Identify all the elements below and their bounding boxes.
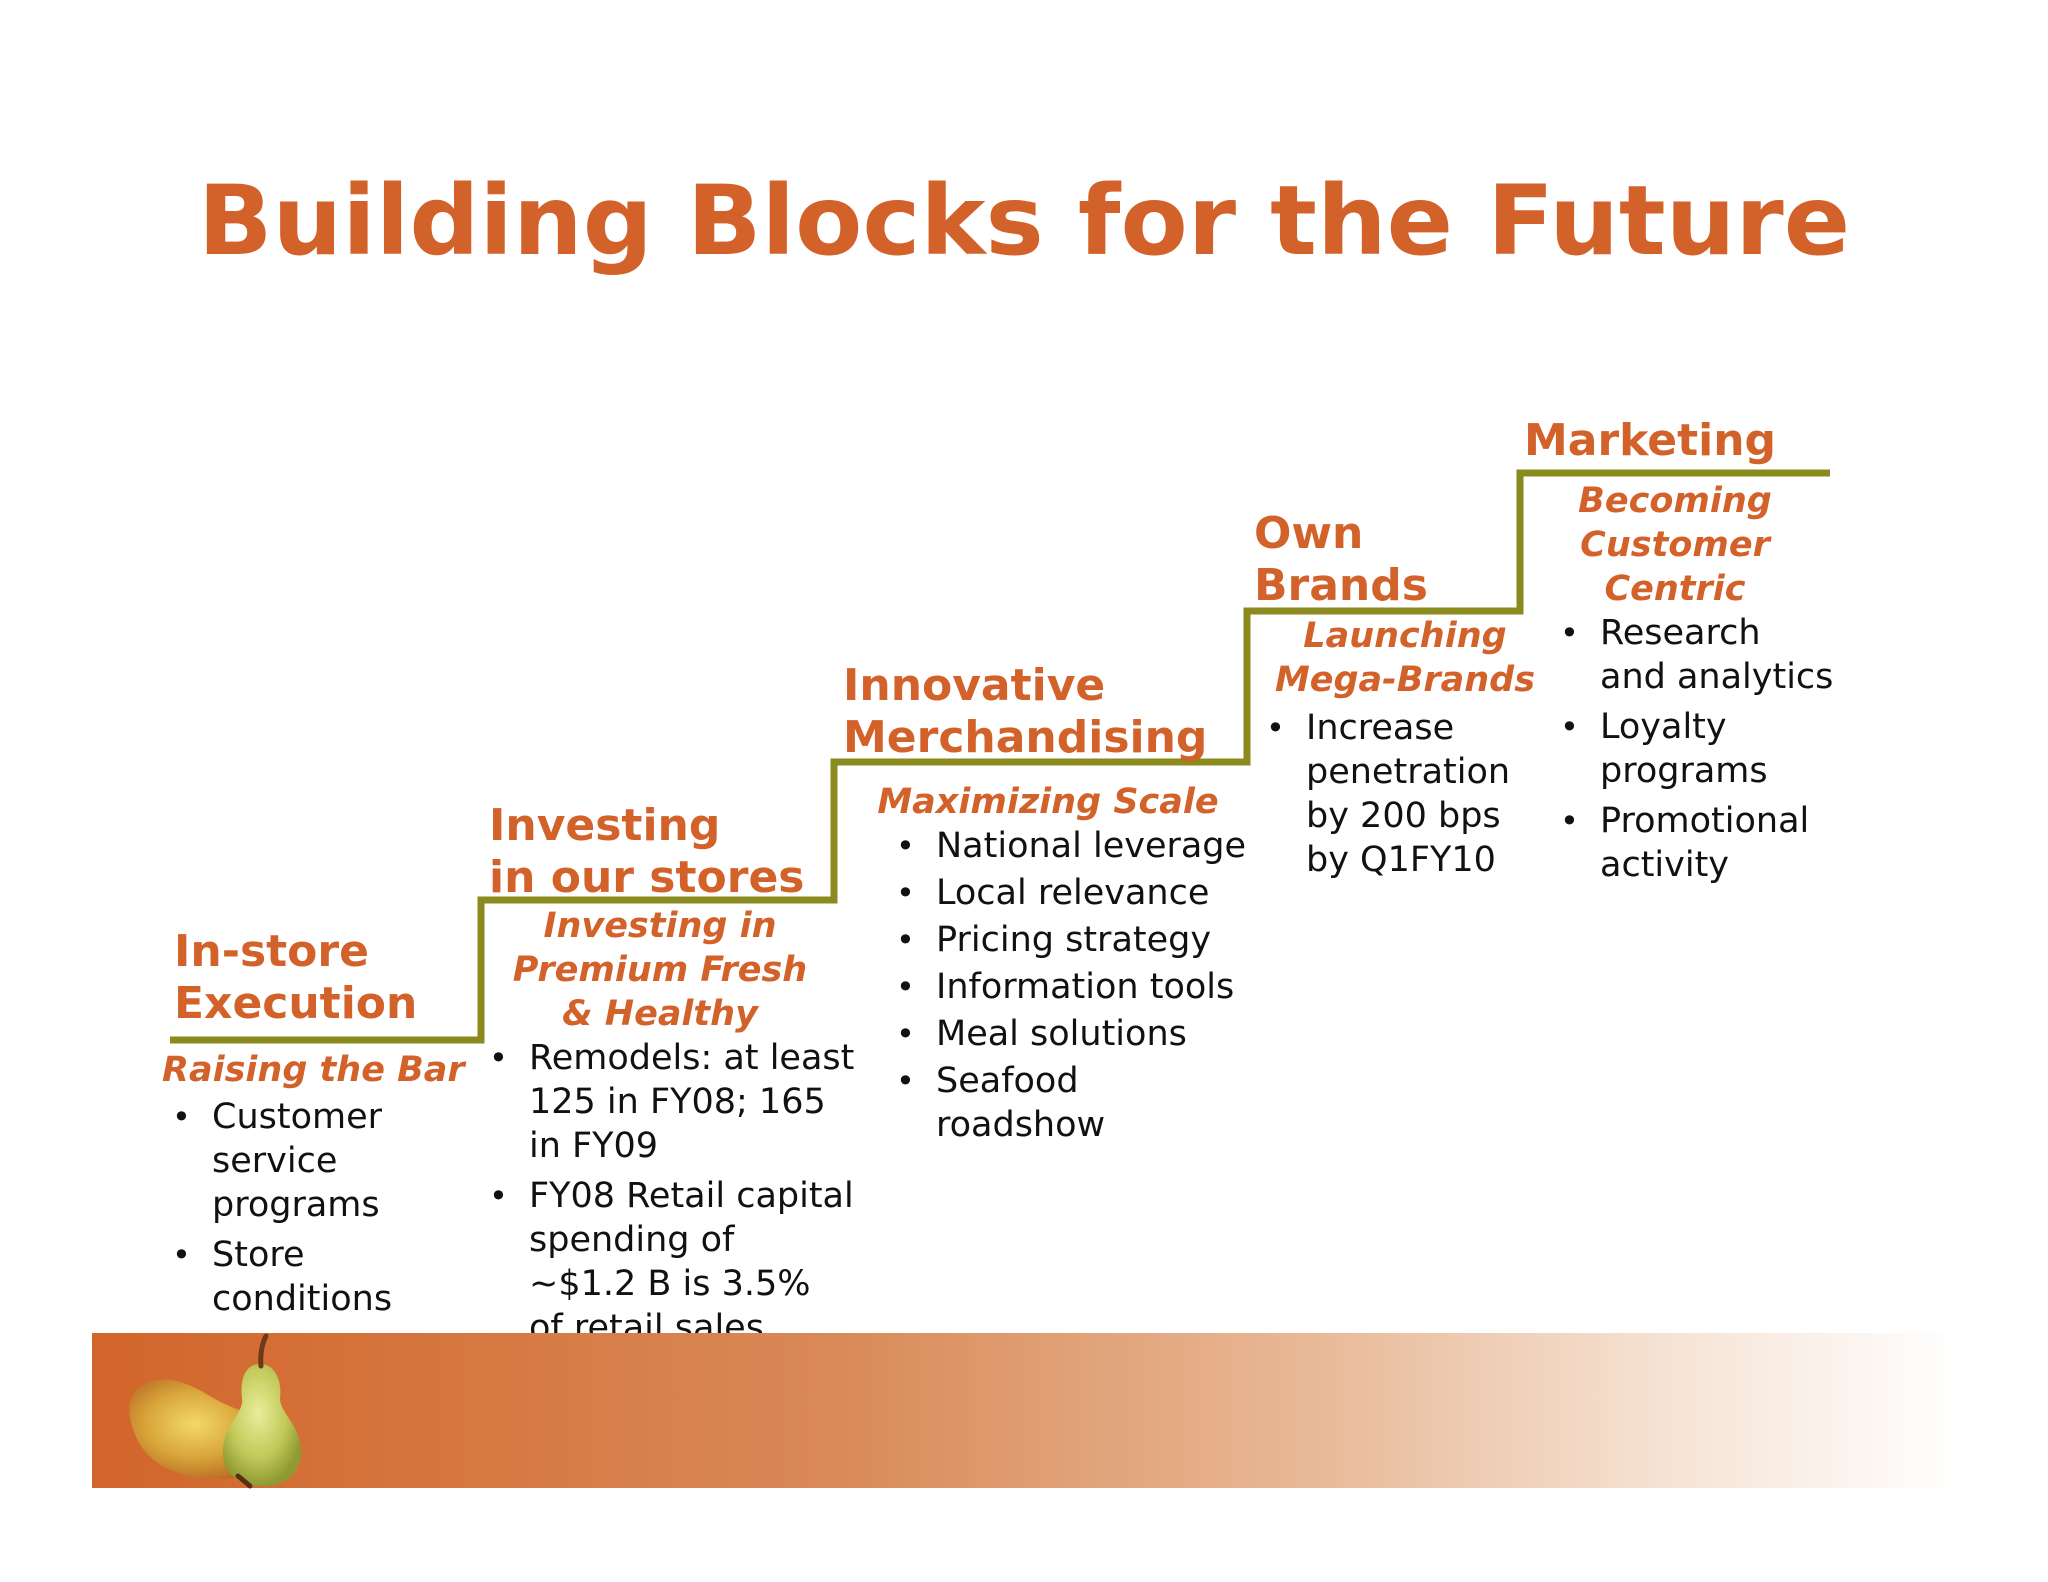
list-item: Store conditions (166, 1233, 466, 1321)
list-item: National leverage (890, 824, 1270, 868)
subheading-becoming-customer-centric: Becoming Customer Centric (1578, 481, 1772, 609)
bullets-in-store-execution: Customer service programs Store conditio… (166, 1095, 466, 1327)
list-item: Customer service programs (166, 1095, 466, 1227)
list-item: Research and analytics (1554, 611, 1854, 699)
list-item: Meal solutions (890, 1012, 1270, 1056)
list-item: Remodels: at least 125 in FY08; 165 in F… (483, 1036, 883, 1168)
subheading-raising-the-bar: Raising the Bar (162, 1050, 465, 1090)
bullets-own-brands: Increase penetration by 200 bps by Q1FY1… (1260, 706, 1530, 888)
list-item: Information tools (890, 965, 1270, 1009)
pears-image (129, 1333, 302, 1489)
list-item: Increase penetration by 200 bps by Q1FY1… (1260, 706, 1530, 882)
list-item: Loyalty programs (1554, 705, 1854, 793)
list-item: Seafood roadshow (890, 1059, 1270, 1147)
bullets-innovative-merchandising: National leverage Local relevance Pricin… (890, 824, 1270, 1150)
subheading-launching-mega-brands: Launching Mega-Brands (1274, 616, 1536, 700)
footer-gradient-band (92, 1333, 1960, 1488)
subheading-maximizing-scale: Maximizing Scale (877, 782, 1219, 822)
list-item: Local relevance (890, 871, 1270, 915)
list-item: FY08 Retail capital spending of ~$1.2 B … (483, 1174, 883, 1350)
heading-investing-in-our-stores: Investing in our stores (489, 800, 805, 903)
page-title: Building Blocks for the Future (197, 165, 1851, 277)
list-item: Pricing strategy (890, 918, 1270, 962)
heading-own-brands: Own Brands (1254, 508, 1428, 611)
bullets-investing-in-our-stores: Remodels: at least 125 in FY08; 165 in F… (483, 1036, 883, 1356)
heading-in-store-execution: In-store Execution (174, 926, 418, 1029)
bullets-marketing: Research and analytics Loyalty programs … (1554, 611, 1854, 893)
heading-innovative-merchandising: Innovative Merchandising (843, 660, 1208, 763)
list-item: Promotional activity (1554, 799, 1854, 887)
heading-marketing: Marketing (1524, 415, 1777, 466)
subheading-investing-premium-fresh: Investing in Premium Fresh & Healthy (512, 906, 808, 1034)
